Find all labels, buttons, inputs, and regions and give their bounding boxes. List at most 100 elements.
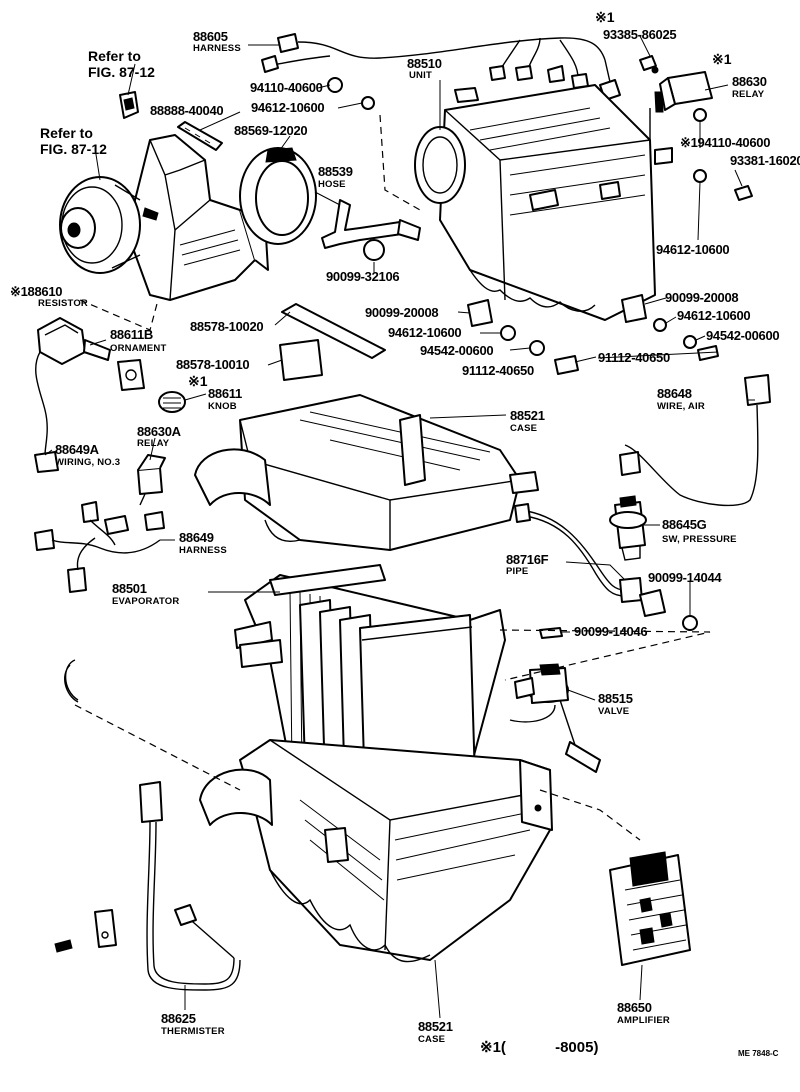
label-p88630: 88630: [732, 74, 767, 89]
label-p88611b: 88611B: [110, 327, 154, 342]
label-p88716f: 88716F: [506, 552, 549, 567]
label-n88605: HARNESS: [193, 43, 241, 54]
pad-88578-10010: [279, 339, 323, 381]
washer-94612: [361, 96, 375, 110]
label-p94542a: 94542-00600: [420, 343, 494, 358]
label-s1a: ※1: [595, 9, 615, 25]
hose-88539: [321, 199, 403, 249]
washer-94612-c: [500, 325, 516, 341]
nut-93385: [651, 66, 659, 74]
label-p91112b: 91112-40650: [462, 363, 534, 378]
label-n88648: WIRE, AIR: [657, 401, 705, 412]
resistor-188610: [34, 317, 111, 473]
nut-194110: [693, 108, 707, 122]
screw-small: [54, 939, 73, 953]
label-p88649a: 88649A: [55, 442, 99, 457]
label-p90099c: 90099-20008: [665, 290, 739, 305]
label-p94542b: 94542-00600: [706, 328, 780, 343]
label-p88648: 88648: [657, 386, 692, 401]
label-p88578a: 88578-10020: [190, 319, 264, 334]
label-p194110: ※194110-40600: [680, 135, 771, 150]
label-ref2: Refer to FIG. 87-12: [40, 125, 107, 158]
label-n88649a: WIRING, NO.3: [55, 457, 121, 468]
spacer-90099-20008-right: [621, 294, 647, 323]
label-p88630a: 88630A: [137, 424, 181, 439]
label-p88888: 88888-40040: [150, 103, 224, 118]
nut-94542-r: [683, 335, 697, 349]
label-p90099e: 90099-14046: [574, 624, 648, 639]
washer-94612-r2: [653, 318, 667, 332]
label-p90099a: 90099-32106: [326, 269, 400, 284]
label-ref1: Refer to FIG. 87-12: [88, 48, 155, 81]
label-n88539: HOSE: [318, 179, 346, 190]
grommet-90099-32106: [363, 239, 385, 261]
label-p88605: 88605: [193, 29, 228, 44]
unit-88510: [414, 84, 673, 321]
pressure-switch-88645g: [609, 495, 647, 561]
thermister-88625: [139, 781, 241, 991]
label-p88521a: 88521: [510, 408, 545, 423]
label-p88649: 88649: [179, 530, 214, 545]
label-p90099d: 90099-14044: [648, 570, 722, 585]
label-p88611: 88611: [208, 386, 242, 401]
nut-94110: [327, 77, 343, 93]
pipe-88716f: [514, 503, 666, 617]
harness-88605: [261, 33, 621, 101]
harness-88649: [34, 501, 165, 593]
bolt-91112-c: [554, 355, 579, 375]
label-p88515: 88515: [598, 691, 633, 706]
label-p93385: 93385-86025: [603, 27, 677, 42]
label-n88649: HARNESS: [179, 545, 227, 556]
label-p91112a: 91112-40650: [598, 350, 670, 365]
label-n88510: UNIT: [409, 70, 432, 81]
wire-air-88648: [619, 374, 771, 507]
part-88888-bar: [177, 121, 223, 151]
label-n88630a: RELAY: [137, 438, 170, 449]
label-n88650: AMPLIFIER: [617, 1015, 670, 1026]
clamp-small: [94, 909, 117, 948]
bolt-93381: [734, 185, 753, 201]
label-n88611b: ORNAMENT: [110, 343, 167, 354]
label-p88501: 88501: [112, 581, 147, 596]
oring-90099-14044: [682, 615, 698, 631]
label-p88539: 88539: [318, 164, 353, 179]
label-p94612b: 94612-10600: [656, 242, 730, 257]
relay-88630a: [137, 454, 166, 506]
label-p88645g: 88645G: [662, 517, 707, 532]
label-footnote: ※1( -8005): [480, 1039, 599, 1056]
nut-94542-c: [529, 340, 545, 356]
label-p88625: 88625: [161, 1011, 196, 1026]
label-p88578b: 88578-10010: [176, 357, 250, 372]
label-n88630: RELAY: [732, 89, 765, 100]
oring-90099-14046: [539, 627, 563, 639]
pad-88578-10020: [281, 303, 386, 359]
label-p88569: 88569-12020: [234, 123, 308, 138]
label-n88521b: CASE: [418, 1034, 446, 1045]
label-n88521a: CASE: [510, 423, 538, 434]
valve-88515: [509, 663, 601, 773]
label-p90099b: 90099-20008: [365, 305, 439, 320]
knob-88611: [158, 391, 186, 413]
label-p94612a: 94612-10600: [251, 100, 325, 115]
label-s1b: ※1: [712, 51, 732, 67]
clip: [64, 659, 79, 703]
label-n88625: THERMISTER: [161, 1026, 225, 1037]
duct-ring: [239, 147, 317, 245]
spacer-90099-20008: [467, 299, 493, 327]
label-s1c: ※1: [188, 373, 208, 389]
relay-88630: [649, 71, 713, 140]
label-n88611: KNOB: [208, 401, 237, 412]
ornament-88611b: [117, 359, 145, 391]
screw-93385: [639, 55, 657, 71]
amplifier-88650: [609, 851, 691, 966]
label-p88650: 88650: [617, 1000, 652, 1015]
blower-assembly: [59, 91, 269, 301]
label-figcode: ME 7848-C: [738, 1049, 779, 1058]
label-n188610: RESISTOR: [38, 298, 88, 309]
label-n88515: VALVE: [598, 706, 630, 717]
label-p94110a: 94110-40600: [250, 80, 323, 95]
label-p94612c: 94612-10600: [388, 325, 462, 340]
label-p188610: ※188610: [10, 284, 63, 299]
label-p88510: 88510: [407, 56, 442, 71]
label-n88645g: SW, PRESSURE: [662, 534, 737, 545]
